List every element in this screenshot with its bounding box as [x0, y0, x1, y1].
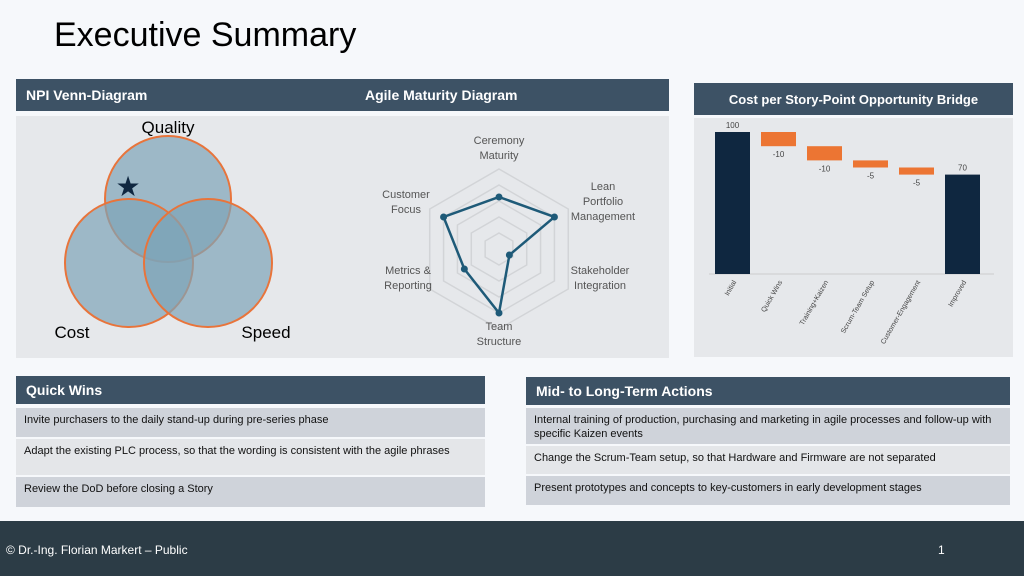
radar-point [460, 265, 468, 273]
page-number: 1 [938, 543, 945, 557]
data-label: -5 [913, 179, 921, 188]
venn-header: NPI Venn-Diagram [16, 79, 357, 111]
x-tick-label: Quick Wins [760, 279, 784, 314]
data-label: 100 [726, 121, 740, 130]
radar-point [440, 213, 448, 221]
x-tick-label: Initial [724, 279, 738, 297]
bar-training-kaizen [807, 146, 842, 161]
mid-long-item: Internal training of production, purchas… [526, 408, 1010, 444]
x-tick-label: Improved [948, 279, 969, 308]
bar-quick-wins [761, 132, 796, 147]
radar-series [441, 195, 557, 316]
venn-label-speed: Speed [241, 323, 290, 342]
radar-grid-ring [428, 168, 570, 330]
bar-initial [715, 132, 750, 274]
radar-axis-label: Metrics &Reporting [384, 265, 432, 292]
venn-circle-speed [143, 198, 273, 328]
mid-long-item: Change the Scrum-Team setup, so that Har… [526, 446, 1010, 474]
radar-grid-ring [442, 184, 556, 314]
mid-long-header: Mid- to Long-Term Actions [526, 377, 1010, 405]
x-tick-label: Customer-Engagement [880, 279, 922, 345]
page-title: Executive Summary [54, 16, 357, 54]
star-icon: ★ [115, 171, 140, 202]
venn-label-cost: Cost [55, 323, 90, 342]
data-label: -5 [867, 172, 875, 181]
x-tick-label: Scrum-Team Setup [840, 279, 876, 334]
bridge-header: Cost per Story-Point Opportunity Bridge [694, 83, 1013, 115]
quick-win-item: Review the DoD before closing a Story [16, 477, 485, 507]
venn-label-quality: Quality [142, 118, 195, 137]
radar-grid-ring [484, 232, 514, 266]
quick-wins-header: Quick Wins [16, 376, 485, 404]
x-tick-label: Training+Kaizen [799, 279, 830, 326]
radar-header: Agile Maturity Diagram [355, 79, 669, 111]
quick-win-item: Adapt the existing PLC process, so that … [16, 439, 485, 475]
data-label: -10 [773, 150, 785, 159]
radar-point [550, 213, 558, 221]
venn-panel: ★ Quality Cost Speed [16, 116, 357, 358]
bar-customer-engagement [899, 167, 934, 175]
radar-point [495, 309, 503, 317]
radar-point [495, 193, 503, 201]
radar-grid-ring [470, 216, 528, 282]
copyright: © Dr.-Ing. Florian Markert – Public [6, 543, 188, 557]
radar-grid-ring [456, 200, 542, 298]
radar-point [505, 251, 513, 259]
data-label: -10 [819, 164, 831, 173]
mid-long-item: Present prototypes and concepts to key-c… [526, 476, 1010, 505]
data-label: 70 [958, 164, 967, 173]
bar-improved [945, 174, 980, 274]
bar-scrum-team-setup [853, 160, 888, 168]
venn-diagram: ★ Quality Cost Speed [55, 118, 291, 342]
footer: © Dr.-Ing. Florian Markert – Public 1 [0, 521, 1024, 576]
quick-win-item: Invite purchasers to the daily stand-up … [16, 408, 485, 437]
